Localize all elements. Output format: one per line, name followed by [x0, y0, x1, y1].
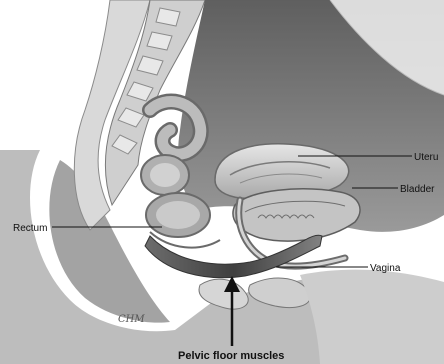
thigh: [300, 270, 444, 364]
artist-signature: CHM: [118, 314, 145, 325]
uterus-label: Uteru: [414, 152, 438, 163]
bladder-label: Bladder: [400, 184, 435, 195]
bladder-organ: [233, 189, 360, 241]
pelvic-floor-label: Pelvic floor muscles: [178, 350, 284, 362]
rectum-label: Rectum: [13, 223, 47, 234]
perineum: [199, 279, 248, 309]
vagina-label: Vagina: [370, 263, 401, 274]
